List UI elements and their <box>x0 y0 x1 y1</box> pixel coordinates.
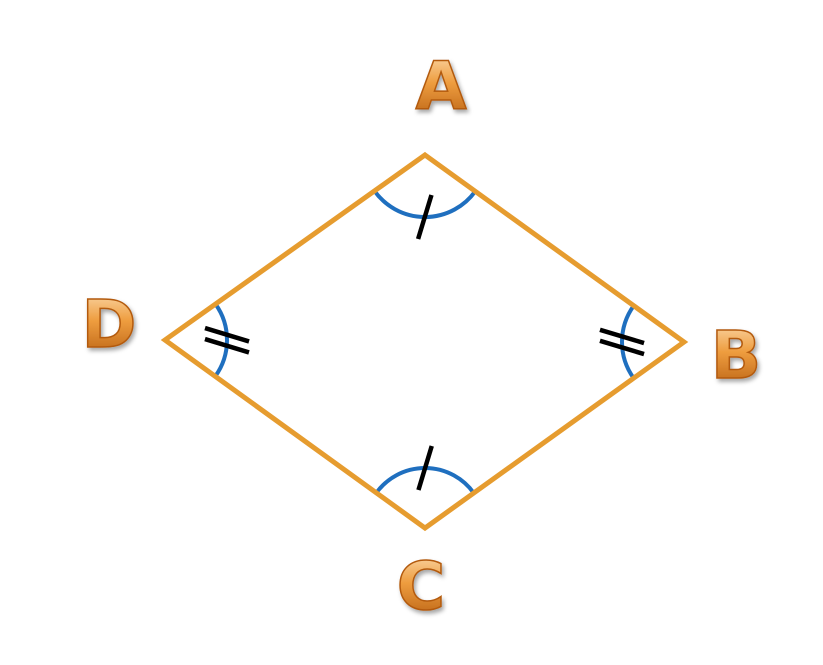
tick-mark-b-2 <box>599 327 645 346</box>
tick-mark-d-2 <box>204 336 250 355</box>
angle-tick-marks <box>204 194 645 491</box>
vertex-label-a: A <box>415 48 466 125</box>
vertex-label-c: C <box>397 548 445 625</box>
tick-mark-c-1 <box>416 445 434 491</box>
angle-arcs <box>213 189 636 495</box>
vertex-label-d: D <box>82 286 137 363</box>
rhombus-outline <box>160 151 689 532</box>
tick-mark-d-1 <box>204 325 250 344</box>
angle-arc-b <box>620 304 636 380</box>
angle-arc-d <box>213 302 229 378</box>
tick-mark-a-1 <box>415 194 434 240</box>
vertex-label-b: B <box>711 317 761 394</box>
tick-mark-b-1 <box>599 338 645 357</box>
